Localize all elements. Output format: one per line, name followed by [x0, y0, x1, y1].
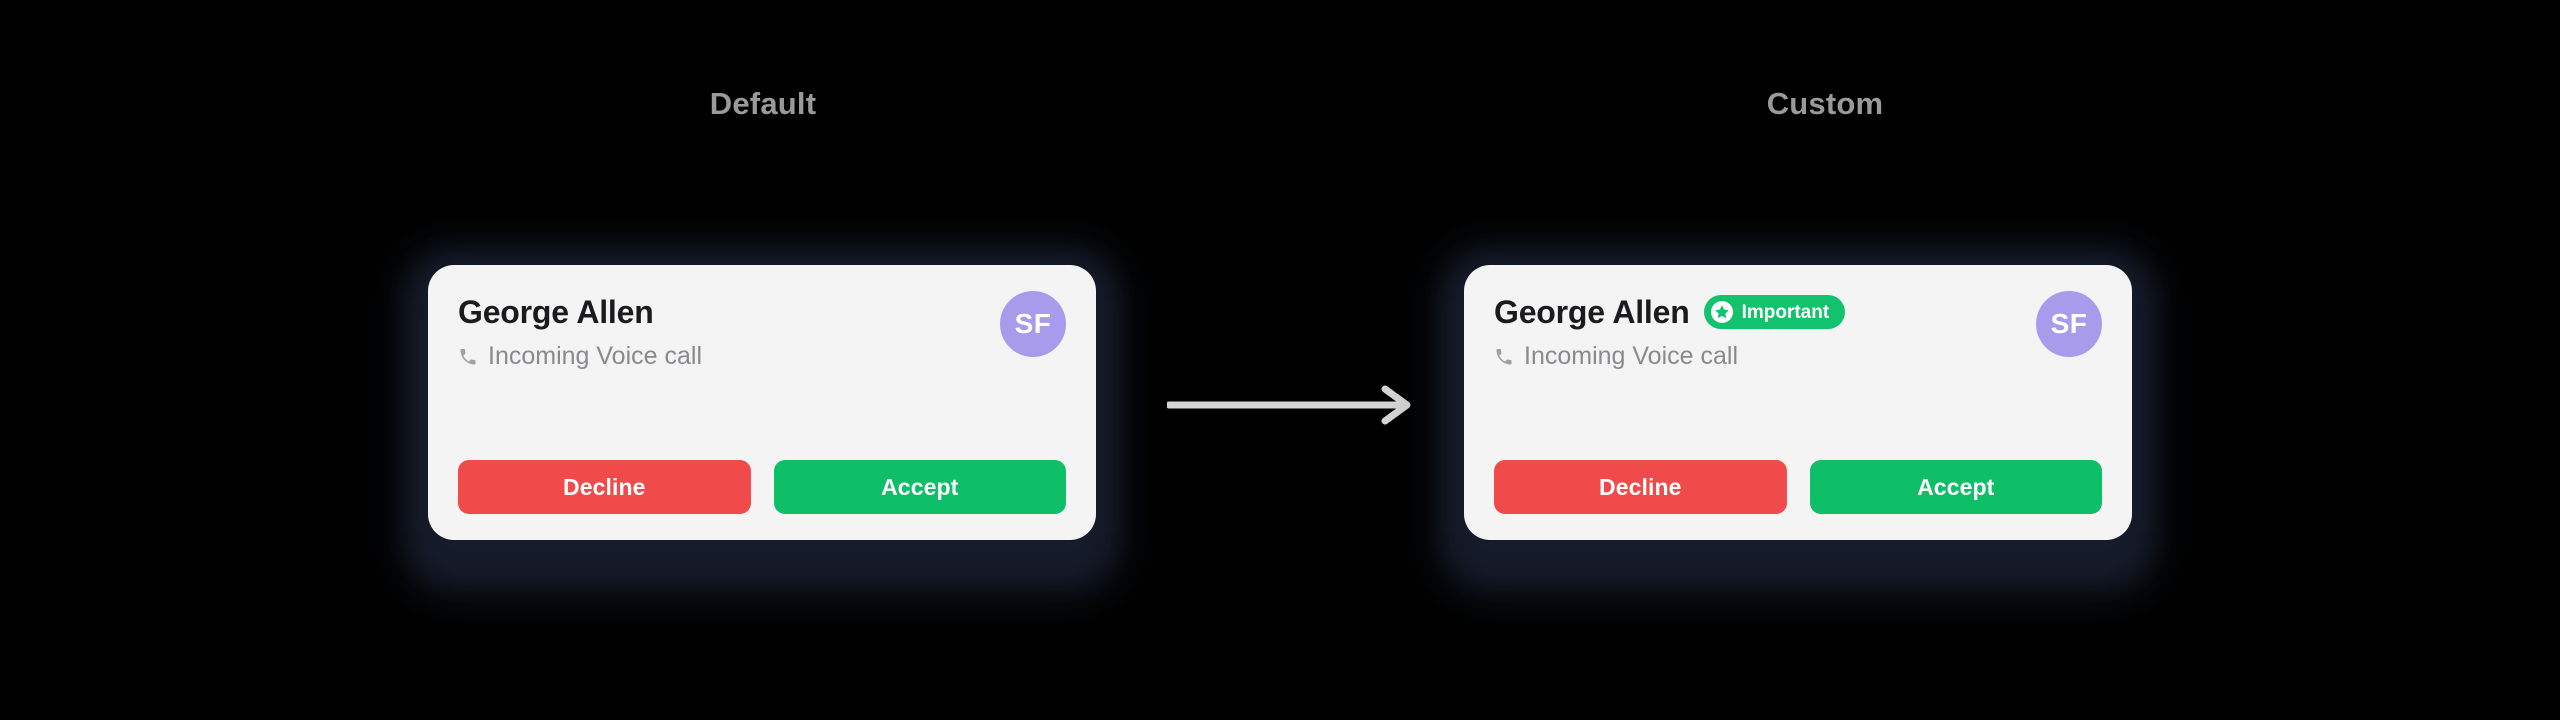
phone-icon	[458, 347, 478, 367]
phone-icon	[1494, 347, 1514, 367]
call-actions-custom: Decline Accept	[1494, 460, 2102, 514]
accept-button-custom[interactable]: Accept	[1809, 460, 2102, 514]
caller-name-default: George Allen	[458, 293, 654, 330]
status-badge-important[interactable]: Important	[1703, 295, 1846, 329]
decline-button-custom[interactable]: Decline	[1494, 460, 1787, 514]
accept-button-default[interactable]: Accept	[773, 460, 1066, 514]
call-status-row-default: Incoming Voice call	[458, 342, 1066, 371]
star-badge-icon	[1710, 300, 1734, 324]
avatar-custom: SF	[2036, 291, 2102, 357]
call-notification-card-custom: George Allen Important	[1440, 249, 2156, 593]
card-surface-custom: George Allen Important	[1464, 265, 2132, 540]
call-status-row-custom: Incoming Voice call	[1494, 342, 2102, 371]
status-badge-label: Important	[1741, 301, 1830, 323]
caller-header-custom: George Allen Important	[1494, 291, 2102, 333]
call-notification-card-default: George Allen Incoming Voice call SF Decl…	[404, 249, 1120, 593]
arrow-right-icon	[1165, 385, 1417, 425]
call-status-text-custom: Incoming Voice call	[1524, 342, 1739, 370]
caller-header-default: George Allen	[458, 291, 1066, 333]
column-title-default: Default	[709, 86, 817, 121]
decline-button-default[interactable]: Decline	[458, 460, 751, 514]
avatar-initials-default: SF	[1014, 308, 1052, 339]
avatar-initials-custom: SF	[2050, 308, 2088, 339]
column-title-custom: Custom	[1766, 86, 1884, 121]
call-actions-default: Decline Accept	[458, 460, 1066, 514]
caller-name-custom: George Allen	[1494, 293, 1690, 330]
card-surface-default: George Allen Incoming Voice call SF Decl…	[428, 265, 1096, 540]
call-status-text-default: Incoming Voice call	[488, 342, 703, 370]
avatar-default: SF	[1000, 291, 1066, 357]
